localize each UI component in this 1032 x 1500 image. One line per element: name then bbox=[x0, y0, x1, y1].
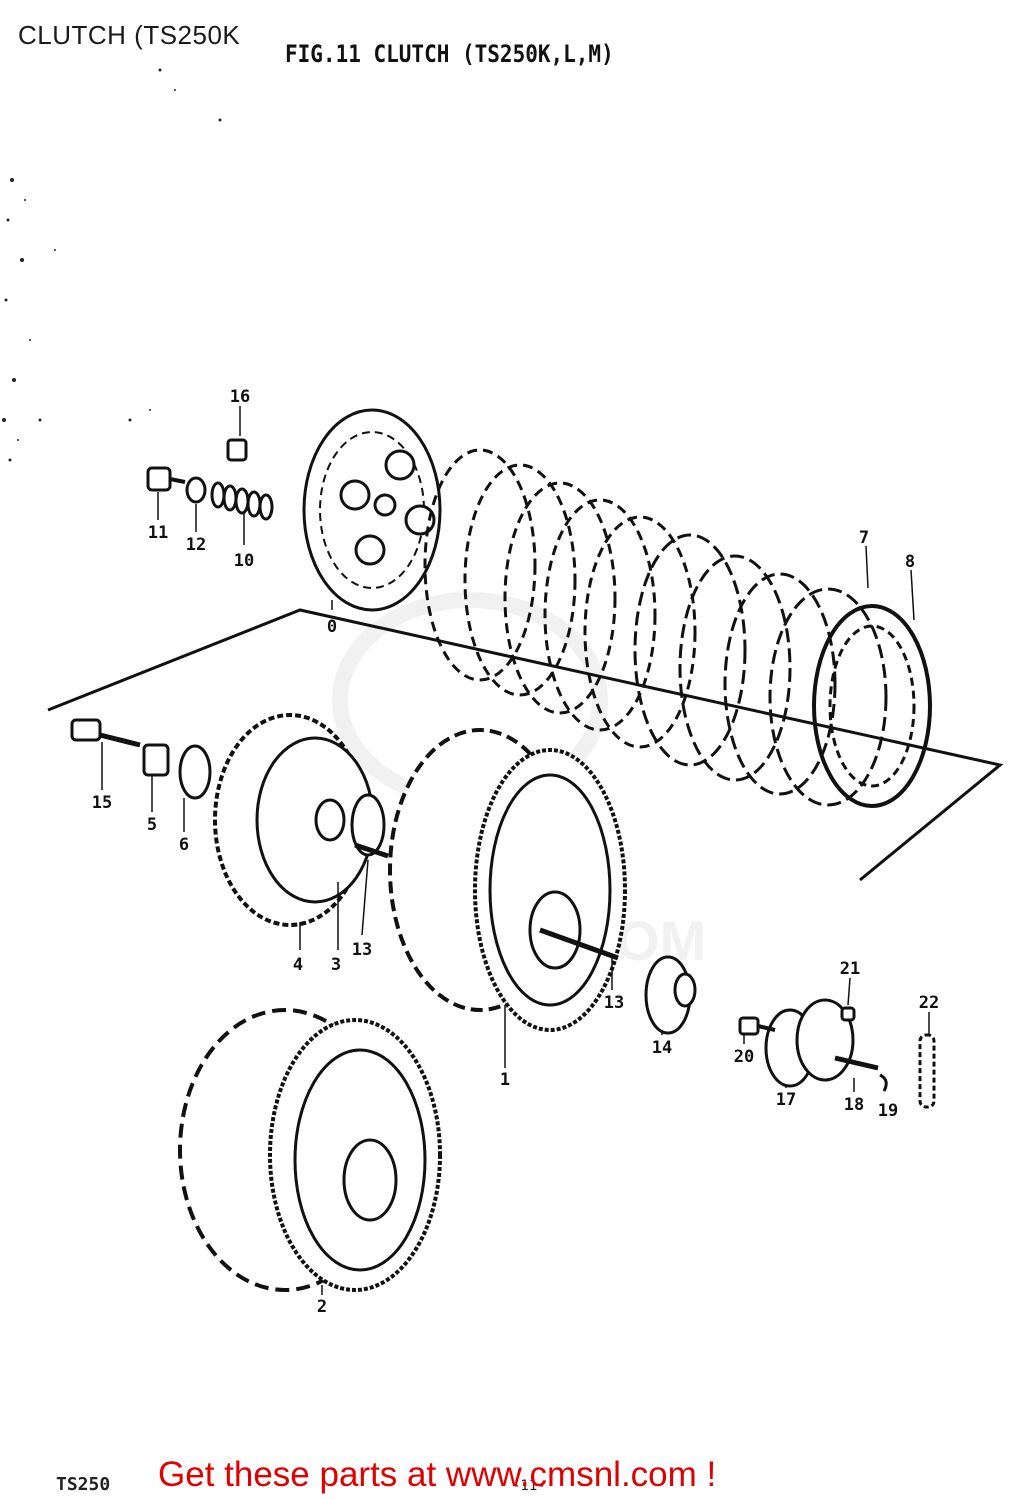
screw-20 bbox=[738, 1016, 760, 1036]
callout-7: 7 bbox=[859, 528, 869, 548]
footer-model-label: TS250 bbox=[56, 1474, 111, 1495]
callout-12: 12 bbox=[186, 535, 206, 555]
pin-21 bbox=[840, 1006, 856, 1022]
callout-17: 17 bbox=[776, 1090, 796, 1110]
clutch-sleeve-hub-4 bbox=[213, 713, 375, 927]
washer-12 bbox=[185, 476, 207, 504]
primary-driven-gear-1 bbox=[388, 728, 627, 1032]
callout-20: 20 bbox=[734, 1047, 754, 1067]
clutch-housing-2 bbox=[178, 1008, 442, 1292]
callout-2: 2 bbox=[317, 1297, 327, 1317]
bearing-14 bbox=[644, 955, 697, 1035]
callout-5: 5 bbox=[147, 815, 157, 835]
clutch-release-assembly bbox=[738, 998, 936, 1109]
spring-22 bbox=[918, 1033, 936, 1109]
clip-19 bbox=[879, 1073, 888, 1092]
callout-4: 4 bbox=[293, 955, 303, 975]
callout-16: 16 bbox=[230, 387, 250, 407]
callout-22: 22 bbox=[919, 993, 939, 1013]
clutch-spring-10 bbox=[210, 481, 274, 521]
nut-16 bbox=[226, 438, 248, 462]
callout-1: 1 bbox=[500, 1070, 510, 1090]
promo-link[interactable]: Get these parts at www.cmsnl.com ! bbox=[158, 1455, 717, 1494]
callout-13b: 13 bbox=[604, 993, 624, 1013]
callout-0: 0 bbox=[327, 617, 337, 637]
callout-19: 19 bbox=[878, 1101, 898, 1121]
callout-18: 18 bbox=[844, 1095, 864, 1115]
page-number: -11- bbox=[512, 1478, 546, 1494]
callout-10: 10 bbox=[234, 551, 254, 571]
callout-13a: 13 bbox=[352, 940, 372, 960]
callout-labels: 16 11 12 10 0 7 8 15 5 6 4 3 13 13 1 14 … bbox=[92, 387, 939, 1317]
lock-washer-6 bbox=[178, 744, 212, 800]
thrust-washer-3 bbox=[350, 793, 386, 857]
callout-leaders bbox=[101, 406, 930, 1295]
figure-title: FIG.11 CLUTCH (TS250K,L,M) bbox=[285, 40, 614, 68]
callout-11: 11 bbox=[148, 523, 168, 543]
scan-noise bbox=[2, 68, 222, 462]
callout-3: 3 bbox=[331, 955, 341, 975]
clutch-plates-stack bbox=[423, 448, 932, 808]
nut-5 bbox=[142, 743, 170, 777]
pressure-plate-0 bbox=[302, 408, 442, 612]
callout-15: 15 bbox=[92, 793, 112, 813]
callout-14: 14 bbox=[652, 1038, 672, 1058]
bearing-rod-13 bbox=[354, 842, 389, 859]
page-title: CLUTCH (TS250K bbox=[18, 20, 241, 50]
callout-6: 6 bbox=[179, 835, 189, 855]
callout-8: 8 bbox=[905, 552, 915, 572]
clutch-spring-bolt-11 bbox=[146, 466, 186, 492]
callout-21: 21 bbox=[840, 959, 860, 979]
exploded-box-outline bbox=[47, 608, 1004, 882]
push-piece-15 bbox=[70, 718, 141, 748]
